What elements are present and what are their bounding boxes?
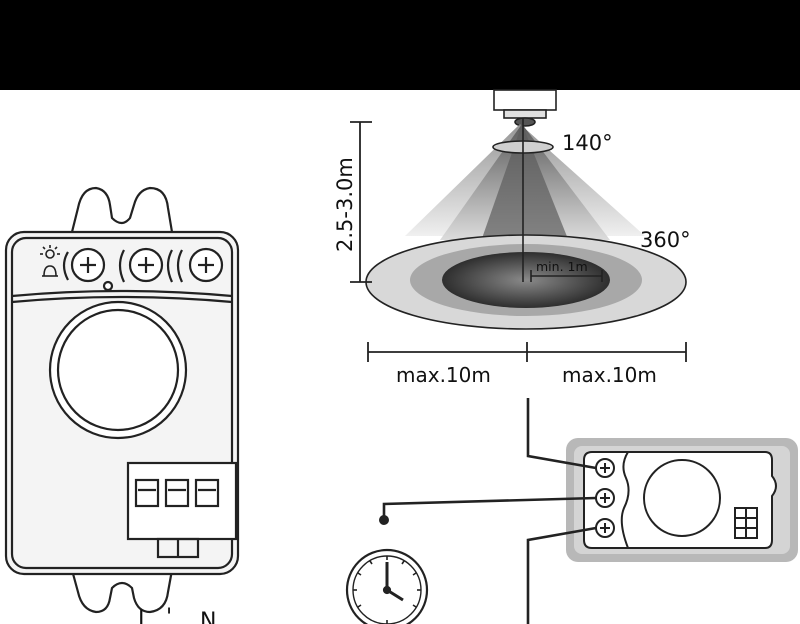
- max-range-left-label: max.10m: [396, 363, 491, 387]
- min-radius-label: min. 1m: [536, 259, 588, 274]
- clock-icon: [345, 548, 429, 624]
- small-sensor-icon: [583, 451, 777, 549]
- height-label: 2.5-3.0m: [333, 157, 357, 252]
- wiring: [382, 398, 597, 624]
- light-sensor-icon: [40, 245, 60, 277]
- height-dimension: [350, 121, 372, 283]
- sensor-device-icon: [4, 186, 240, 614]
- angle-140-label: 140°: [562, 131, 613, 155]
- range-dimension: [367, 342, 687, 362]
- max-range-right-label: max.10m: [562, 363, 657, 387]
- header-band: [0, 0, 800, 90]
- screw-terminal-icon: [62, 247, 224, 292]
- terminal-n-label: N: [200, 609, 216, 624]
- min-radius-marker: [530, 270, 603, 282]
- ceiling-sensor-icon: [493, 89, 557, 127]
- wire-junction: [379, 515, 389, 525]
- detection-area-disc: [365, 234, 687, 330]
- terminal-l-label: L: [138, 607, 151, 624]
- terminal-prime-label: ': [166, 605, 172, 624]
- angle-360-label: 360°: [640, 228, 691, 252]
